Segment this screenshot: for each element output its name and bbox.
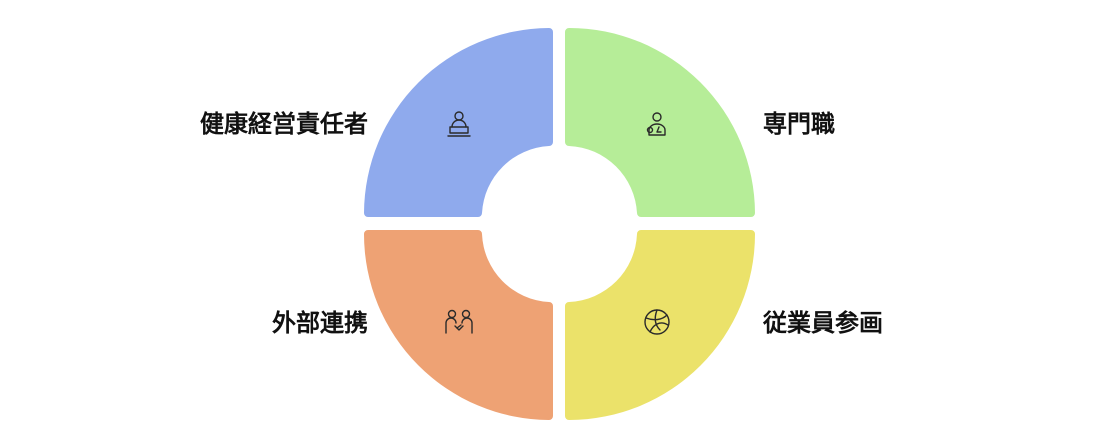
volleyball-icon: [644, 309, 670, 335]
quadrant-top-left: [364, 28, 553, 217]
quadrant-label-employee-participation: 従業員参画: [763, 309, 883, 337]
quadrant-label-specialist: 専門職: [763, 110, 835, 138]
partnership-icon: [445, 309, 473, 334]
professional-icon: [646, 112, 666, 136]
quadrant-bottom-right: [565, 230, 755, 420]
quadrant-top-right: [565, 28, 755, 217]
quadrant-label-external-partnership: 外部連携: [272, 309, 368, 337]
presenter-icon: [447, 111, 471, 137]
quadrant-label-health-manager: 健康経営責任者: [200, 110, 368, 138]
quadrant-bottom-left: [364, 230, 553, 420]
